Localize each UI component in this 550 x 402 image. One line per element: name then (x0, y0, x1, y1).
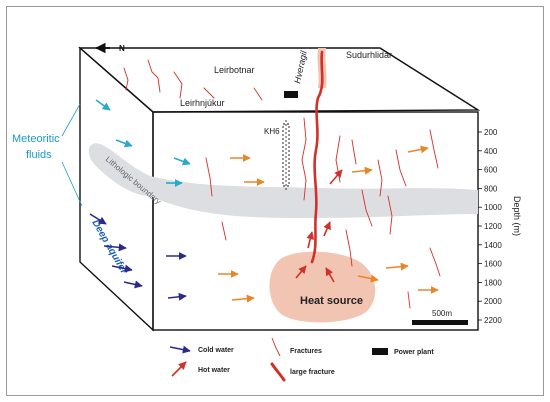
label-meteoritic-line2: fluids (26, 149, 52, 161)
legend-hot-water-label: Hot water (198, 367, 230, 374)
meteoric-pointer (61, 103, 81, 137)
legend-fracture-icon (271, 337, 281, 357)
depth-tick-label: 800 (484, 184, 498, 193)
heat-source-blob (269, 251, 376, 323)
depth-axis: 200 400 600 800 1000 1200 1400 1600 1800 2000 2200 (478, 128, 502, 325)
hot-water-arrow (306, 231, 315, 249)
fractures (123, 59, 441, 309)
fracture (395, 149, 407, 187)
fracture (301, 117, 307, 201)
fracture (221, 221, 227, 241)
fracture (429, 247, 441, 277)
cold-water-arrow (111, 264, 133, 273)
fracture (345, 229, 353, 267)
scale-label: 500m (432, 309, 452, 318)
cold-water-arrow (89, 213, 107, 225)
depth-tick-label: 200 (484, 128, 498, 137)
lithologic-boundary-band (88, 143, 478, 218)
fracture (387, 195, 393, 235)
well-kh6 (282, 123, 290, 187)
figure-frame (6, 6, 544, 396)
depth-tick-label: 2200 (484, 316, 502, 325)
label-well: KH6 (264, 127, 280, 136)
label-sudurhlidar: Sudurhlidar (346, 50, 392, 60)
hot-water-arrow (325, 267, 335, 283)
hot-water-arrow (329, 169, 343, 185)
fracture (123, 67, 129, 91)
meteoric-flow-arrow (173, 157, 191, 166)
fracture (173, 71, 183, 99)
legend-cold-water-label: Cold water (198, 347, 234, 354)
depth-tick-label: 600 (484, 166, 498, 175)
fracture (351, 139, 357, 165)
fracture (407, 291, 411, 309)
depth-tick-label: 1000 (484, 203, 502, 212)
depth-tick-label: 400 (484, 147, 498, 156)
fracture (203, 87, 215, 99)
fracture (361, 189, 373, 227)
fracture (253, 87, 263, 101)
large-fracture (310, 50, 324, 264)
meteoric-flow-arrow (115, 139, 133, 148)
fracture (377, 159, 383, 197)
warm-flow-arrow (385, 262, 409, 271)
warm-flow-arrow (231, 294, 255, 303)
warm-flow-arrow (351, 166, 373, 175)
fracture (205, 157, 213, 197)
meteoric-pointer (61, 161, 83, 207)
label-leirbotnar: Leirbotnar (214, 65, 255, 75)
label-hveragil: Hveragil (292, 49, 309, 84)
hot-water-arrow (295, 265, 307, 279)
scale-bar (412, 320, 468, 325)
depth-tick-label: 2000 (484, 297, 502, 306)
label-heat-source: Heat source (300, 295, 363, 307)
legend-large-fracture-label: large fracture (290, 369, 335, 376)
depth-axis-label: Depth (m) (512, 196, 522, 236)
cold-water-arrow (123, 280, 143, 289)
depth-tick-label: 1800 (484, 278, 502, 287)
warm-flow-arrow (357, 274, 379, 283)
block-top-face (78, 47, 481, 113)
power-plant-symbol (284, 91, 298, 98)
label-meteoritic-line1: Meteoritic (12, 133, 60, 145)
label-leirhnjukur: Leirhnjúkur (180, 98, 225, 108)
depth-tick-label: 1600 (484, 260, 502, 269)
depth-tick-label: 1400 (484, 241, 502, 250)
north-label: N (119, 44, 125, 53)
legend-cold-water-icon (169, 345, 191, 354)
cold-water-arrow (103, 243, 127, 252)
meteoric-flow-arrow (95, 99, 111, 111)
flow-arrows (89, 99, 439, 303)
fracture (147, 59, 161, 93)
legend-power-plant-label: Power plant (394, 349, 434, 356)
legend-power-plant-icon (372, 348, 388, 355)
legend-large-fracture-icon (270, 362, 286, 382)
cold-water-arrow (167, 292, 187, 301)
depth-tick-label: 1200 (484, 222, 502, 231)
legend: Cold water Hot water Fractures large fra… (169, 337, 434, 382)
hot-water-arrow (323, 221, 331, 237)
warm-flow-arrow (407, 145, 429, 154)
fracture (429, 129, 439, 169)
legend-fractures-label: Fractures (290, 348, 322, 355)
legend-hot-water-icon (171, 361, 187, 377)
